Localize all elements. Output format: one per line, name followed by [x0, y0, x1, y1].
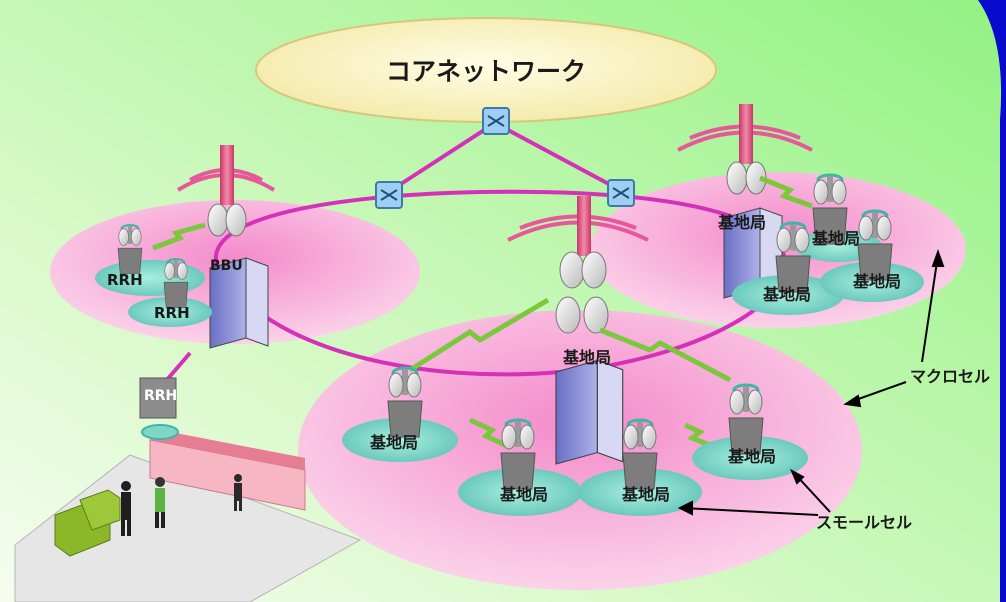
switch-icon	[482, 107, 510, 135]
rrh-label: RRH	[144, 388, 177, 404]
base-station-label: 基地局	[562, 348, 611, 367]
rrh-icon	[117, 224, 143, 275]
base-station-icon	[856, 209, 894, 282]
fronthaul-link	[163, 351, 192, 384]
rrh-icon	[163, 258, 189, 309]
core-network-label: コアネットワーク	[386, 57, 586, 86]
base-station-label: 基地局	[811, 229, 860, 248]
base-station-label: 基地局	[727, 447, 776, 466]
right-edge-stripe	[978, 0, 1006, 602]
switch-icon	[375, 181, 403, 209]
base-station-label: 基地局	[762, 285, 811, 304]
base-station-label: 基地局	[621, 485, 670, 504]
bbu-label: BBU	[210, 258, 243, 274]
base-station-label: 基地局	[499, 485, 548, 504]
person-icon	[155, 477, 165, 528]
base-station-label: 基地局	[852, 272, 901, 291]
tower-right	[726, 104, 767, 195]
callout-arrows	[677, 249, 945, 516]
person-icon	[121, 481, 131, 536]
station-platform	[14, 377, 362, 602]
small-cell-area	[95, 230, 924, 516]
wireless-link	[152, 175, 846, 449]
rrh-label: RRH	[154, 304, 190, 322]
base-station-icon	[774, 221, 812, 294]
core-link-right	[494, 121, 621, 192]
small-cell-label: スモールセル	[816, 513, 912, 532]
base-station-icon	[386, 366, 424, 439]
core-link-left	[385, 121, 497, 195]
person-icon	[234, 474, 242, 511]
base-station-icon	[727, 383, 765, 456]
switch-icon	[607, 179, 635, 207]
base-station-icon	[499, 418, 537, 491]
tower-center	[555, 196, 609, 334]
macro-cell-label: マクロセル	[910, 367, 990, 386]
base-station-icon	[621, 418, 659, 491]
rrh-label: RRH	[107, 271, 143, 289]
building-center	[555, 359, 624, 465]
base-station-label: 基地局	[717, 213, 766, 232]
tower-left	[207, 145, 247, 237]
base-station-label: 基地局	[369, 433, 418, 452]
